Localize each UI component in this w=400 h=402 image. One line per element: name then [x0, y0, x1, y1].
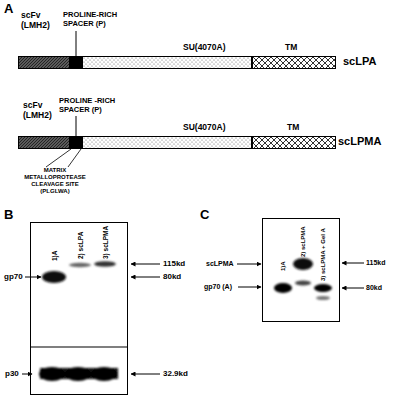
segment-fill	[253, 57, 335, 68]
segment-label: SU(4070A)	[183, 43, 226, 53]
lane-label: 3) scLPMA	[102, 226, 109, 259]
segment-pattern	[19, 137, 69, 148]
panel-letter: C	[200, 208, 209, 223]
figure-label: 80kd	[163, 272, 181, 281]
segment-fill	[71, 57, 81, 68]
gel-band	[274, 283, 292, 293]
pointer-arrow	[342, 263, 364, 264]
figure-label: scLPMA	[338, 135, 381, 148]
segment-fill	[83, 57, 251, 68]
segment-pattern	[71, 57, 81, 68]
segment-fill	[83, 137, 251, 148]
figure-label: p30	[5, 369, 19, 378]
gel-band	[94, 261, 116, 267]
lane-label: 1)A	[51, 251, 58, 261]
gel-band	[39, 367, 65, 381]
lane-label: 1)A	[280, 261, 287, 271]
panel-letter: A	[4, 2, 13, 17]
gel-band	[91, 367, 117, 381]
segment-label: scFv (LMH2)	[21, 11, 65, 31]
construct-segment: PROLINE -RICH SPACER (P)	[70, 136, 82, 149]
figure-label: scLPA	[343, 55, 376, 68]
segment-pattern	[19, 57, 69, 68]
construct-segment: SU(4070A)	[82, 136, 252, 149]
segment-pattern	[253, 57, 335, 68]
construct-segment: TM	[252, 136, 336, 149]
segment-pattern	[253, 137, 335, 148]
segment-label: TM	[285, 43, 297, 53]
pointer-arrow	[25, 277, 41, 278]
lane-label: 2) scLPA	[77, 232, 84, 259]
segment-label: SU(4070A)	[183, 123, 226, 133]
gel-band	[295, 281, 311, 286]
construct-segment: TM	[252, 56, 336, 69]
segment-pattern	[71, 137, 81, 148]
figure-label: 32.9kd	[163, 369, 188, 378]
blot-divider	[30, 346, 128, 347]
pointer-arrow	[131, 264, 160, 265]
segment-label: TM	[287, 123, 299, 133]
construct-segment: scFv (LMH2)	[18, 136, 70, 149]
figure-label: 115kd	[366, 259, 385, 267]
figure-label: 80kd	[366, 284, 382, 292]
segment-fill	[71, 137, 81, 148]
figure-label: MATRIX METALLOPROTEASE CLEAVAGE SITE (PL…	[22, 167, 88, 195]
segment-pattern	[83, 57, 251, 68]
construct-segment: scFv (LMH2)	[18, 56, 70, 69]
blot-panel: 1)A 2) scLPMA 3) scLPMA + Gel A	[262, 218, 340, 322]
segment-label: PROLINE -RICH SPACER (P)	[59, 97, 145, 114]
pointer-arrow	[342, 288, 364, 289]
segment-label: PROLINE-RICH SPACER (P)	[63, 11, 143, 28]
gel-band	[42, 271, 66, 283]
pointer-arrow	[238, 287, 261, 288]
leader-line	[76, 116, 77, 136]
lane-label: 3) scLPMA + Gel A	[320, 228, 327, 281]
pointer-arrow	[131, 374, 160, 375]
segment-fill	[19, 57, 69, 68]
construct-segment: SU(4070A)	[82, 56, 252, 69]
segment-fill	[19, 137, 69, 148]
construct-segment: PROLINE-RICH SPACER (P)	[70, 56, 82, 69]
blot-panel: 1)A 2) scLPA 3) scLPMA	[30, 222, 128, 395]
gel-band	[314, 284, 332, 292]
segment-fill	[253, 137, 335, 148]
figure-label: scLPMA	[206, 260, 234, 268]
figure-label: gp70 (A)	[204, 283, 232, 291]
gel-band	[69, 263, 91, 267]
blot-bands	[39, 261, 118, 381]
gel-band	[316, 296, 330, 300]
lane-label: 2) scLPMA	[300, 226, 307, 257]
leader-line	[68, 149, 81, 167]
pointer-arrow	[237, 264, 261, 265]
gel-band	[65, 367, 91, 381]
gel-band	[293, 258, 313, 270]
pointer-arrow	[131, 277, 160, 278]
figure-label: gp70	[4, 272, 23, 281]
leader-line	[76, 31, 77, 56]
figure-label: 115kd	[163, 259, 185, 268]
leader-line	[46, 149, 71, 167]
panel-letter: B	[4, 208, 13, 223]
segment-pattern	[83, 137, 251, 148]
